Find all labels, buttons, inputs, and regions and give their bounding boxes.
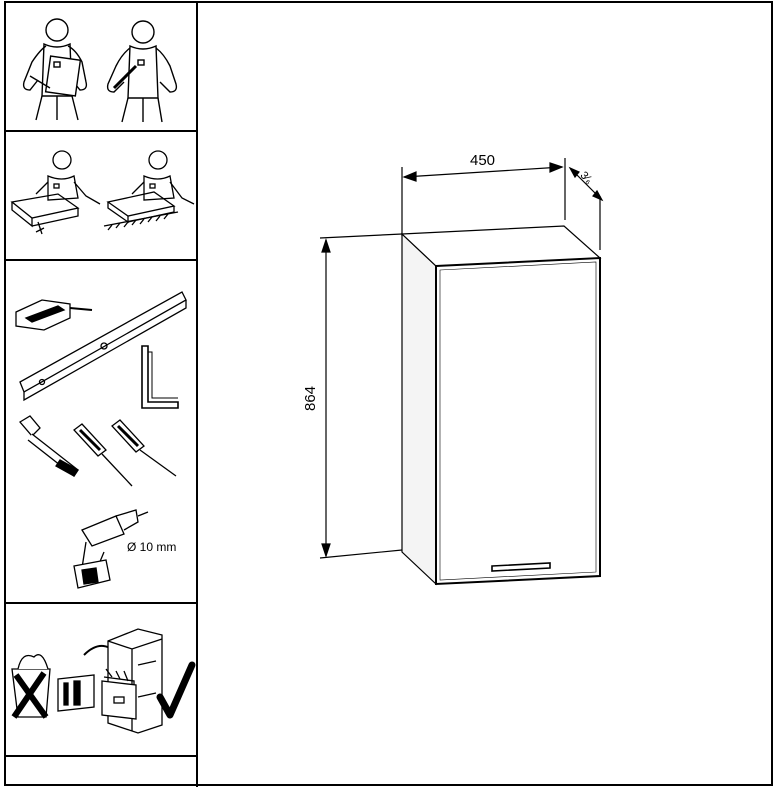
hammer-icon: [19, 415, 41, 437]
two-person-assembly-icon: [22, 18, 178, 123]
height-dimension-label: 864: [302, 385, 320, 412]
column-divider: [196, 1, 198, 787]
check-mark-icon: [156, 661, 196, 719]
width-dimension-label: 450: [470, 152, 496, 169]
panel-divider-3: [4, 602, 198, 604]
panel-divider-4: [4, 755, 198, 757]
keep-instructions-icon: [11, 628, 196, 734]
cabinet-door: [435, 256, 601, 586]
panel-divider-1: [4, 130, 198, 132]
carpenter-square-icon: [141, 345, 179, 409]
tools-icon: [15, 291, 187, 589]
cabinet-side-panel: [401, 232, 437, 586]
cross-mark-icon: [11, 671, 49, 719]
door-handle: [491, 562, 551, 572]
drill-bit-size-label: Ø 10 mm: [127, 540, 177, 554]
panel-divider-2: [4, 259, 198, 261]
floor-assembly-icon: [10, 150, 195, 235]
page-frame: [4, 1, 773, 786]
drill-icon: [81, 515, 125, 547]
width-dimension-line: [403, 166, 563, 178]
